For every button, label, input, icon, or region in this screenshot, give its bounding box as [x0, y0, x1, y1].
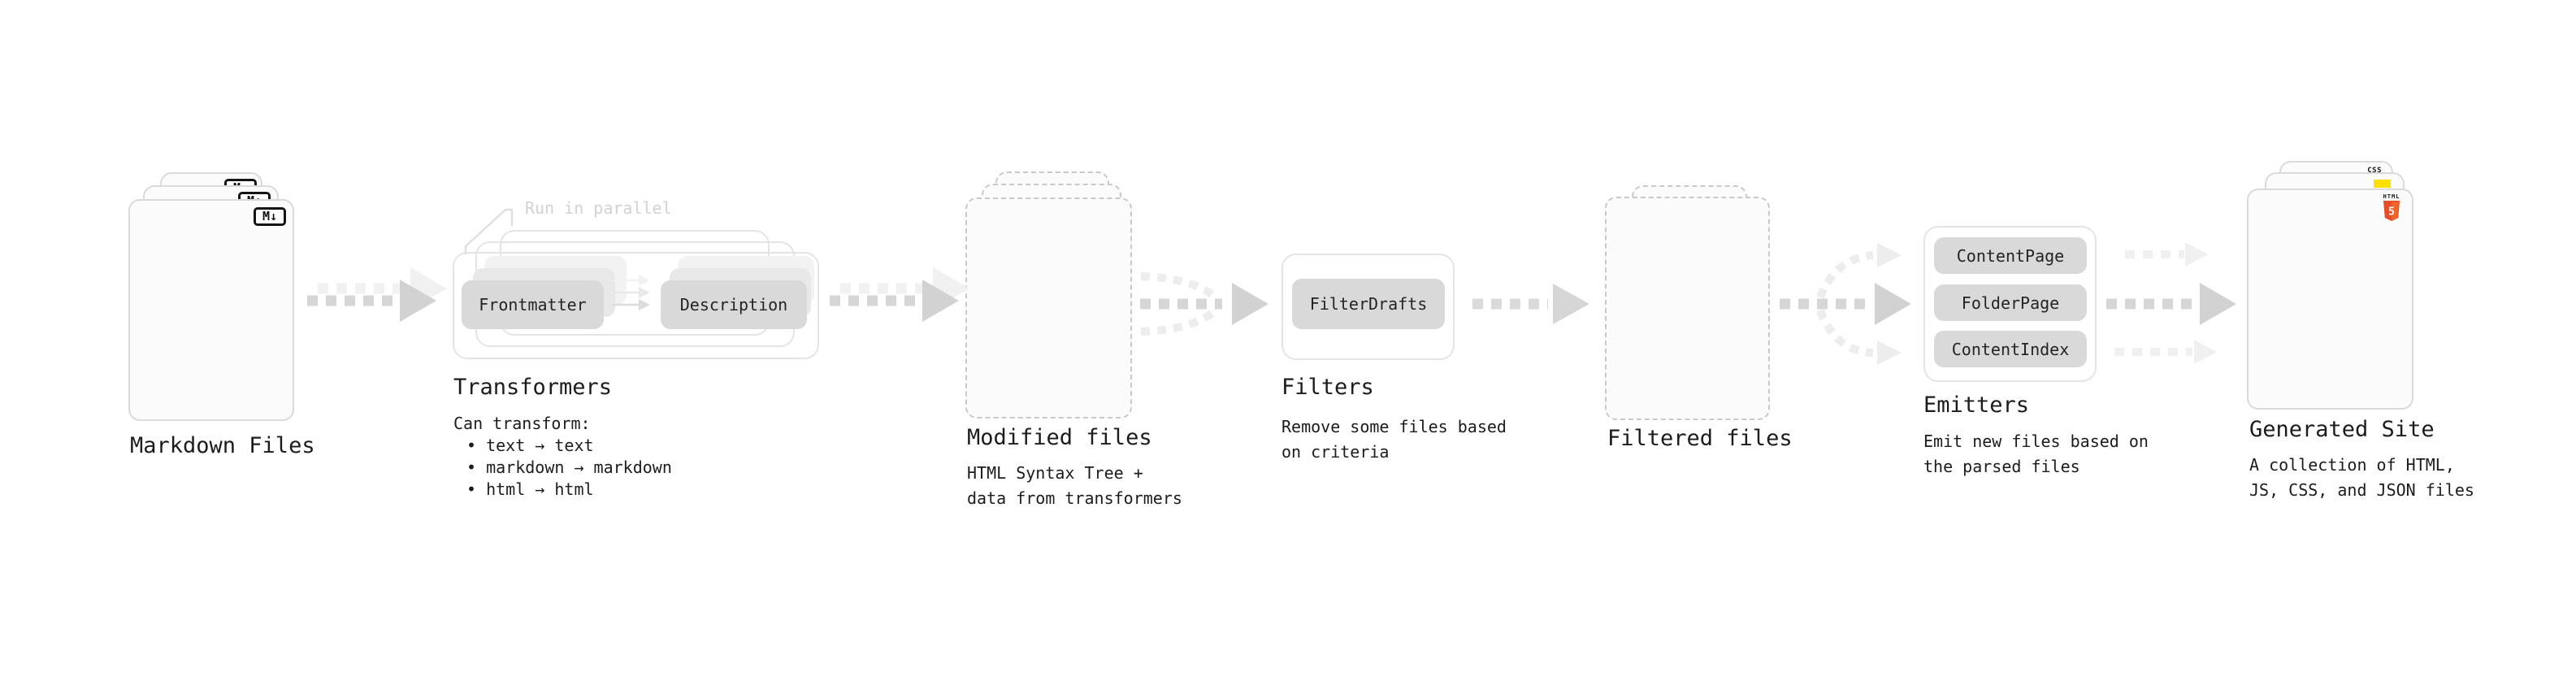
filters-description: Remove some files based on criteria	[1281, 414, 1507, 465]
description-line: Emit new files based on	[1923, 432, 2149, 451]
html5-shield: 5	[2383, 201, 2400, 221]
html5-label: HTML	[2383, 193, 2400, 200]
arrow-emitters-to-generated	[2106, 242, 2236, 364]
modified-files-description: HTML Syntax Tree + data from transformer…	[967, 461, 1182, 511]
description-line: HTML Syntax Tree +	[967, 463, 1143, 483]
stage-title-generated-site: Generated Site	[2249, 417, 2435, 442]
stage-title-filtered-files: Filtered files	[1607, 426, 1793, 451]
emitters-description: Emit new files based on the parsed files	[1923, 429, 2149, 479]
description-line: A collection of HTML,	[2249, 455, 2455, 475]
transformers-description: Can transform: • text → text • markdown …	[453, 413, 672, 501]
description-line: • markdown → markdown	[466, 458, 672, 477]
filterdrafts-pill: FilterDrafts	[1292, 279, 1445, 329]
transformer-box-front	[453, 252, 819, 359]
filters-box	[1281, 254, 1455, 360]
arrow-filters-to-filtered	[1472, 284, 1589, 324]
arrow-modified-to-filters	[1140, 272, 1268, 336]
stage-title-modified-files: Modified files	[967, 425, 1152, 450]
description-line: on criteria	[1281, 442, 1390, 462]
generated-file-card-front: HTML 5	[2247, 189, 2413, 410]
markdown-icon: M↓	[254, 207, 286, 226]
stage-title-emitters: Emitters	[1923, 393, 2030, 418]
html5-icon: HTML 5	[2382, 193, 2401, 225]
stage-title-filters: Filters	[1281, 375, 1374, 400]
filtered-file-card-front	[1605, 197, 1770, 420]
description-pill: Description	[661, 280, 807, 329]
stage-title-transformers: Transformers	[453, 375, 613, 400]
arrow-transformers-to-modified	[830, 267, 969, 322]
stage-title-markdown-files: Markdown Files	[130, 433, 315, 458]
js-badge-icon	[2374, 180, 2391, 188]
description-line: Can transform:	[453, 414, 591, 433]
description-line: data from transformers	[967, 488, 1182, 508]
description-line: JS, CSS, and JSON files	[2249, 480, 2474, 500]
description-line: • text → text	[466, 436, 594, 455]
description-line: • html → html	[466, 479, 594, 499]
description-line: the parsed files	[1923, 457, 2080, 476]
contentindex-pill: ContentIndex	[1934, 331, 2087, 367]
frontmatter-pill: Frontmatter	[462, 280, 604, 329]
modified-file-card-front	[965, 197, 1132, 419]
arrow-filtered-to-emitters	[1780, 243, 1911, 365]
description-line: Remove some files based	[1281, 417, 1507, 436]
arrow-markdown-to-transformers	[307, 267, 447, 322]
generated-site-description: A collection of HTML, JS, CSS, and JSON …	[2249, 453, 2474, 503]
svg-text:5: 5	[2388, 206, 2395, 219]
contentpage-pill: ContentPage	[1934, 237, 2087, 274]
run-in-parallel-annotation: Run in parallel	[525, 198, 672, 218]
emitters-box	[1923, 226, 2097, 382]
markdown-file-card-front: M↓	[128, 199, 294, 421]
folderpage-pill: FolderPage	[1934, 284, 2087, 321]
